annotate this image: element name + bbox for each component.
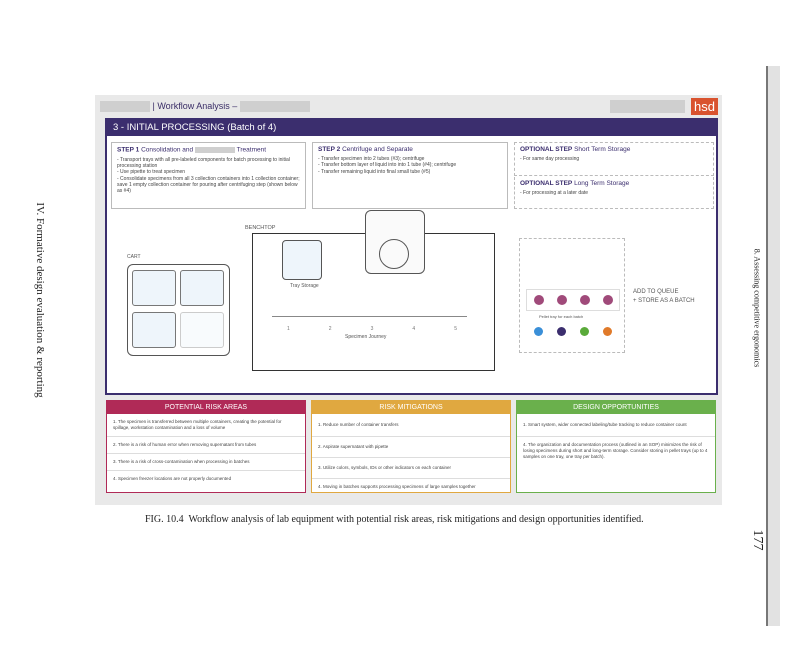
page-number: 177 — [750, 529, 765, 551]
figure-caption: FIG. 10.4 Workflow analysis of lab equip… — [145, 514, 644, 525]
step1-bullet: - Transport trays with all pre-labeled c… — [117, 156, 290, 170]
mitigation-item: 2. Aspirate supernatant with pipette — [312, 437, 510, 458]
optional-long-box: OPTIONAL STEP Long Term Storage - For pr… — [514, 177, 714, 209]
storage-batch-area — [519, 238, 625, 353]
cart-trays — [127, 264, 230, 356]
benchtop-label: BENCHTOP — [245, 225, 276, 231]
scrollbar-track[interactable] — [768, 66, 780, 626]
redacted-block — [239, 101, 310, 113]
step1-bullet: - Consolidate specimens from all 3 colle… — [117, 175, 300, 194]
centrifuge-icon — [365, 210, 425, 274]
mitigation-item: 3. Utilize colors, symbols, IDs or other… — [312, 458, 510, 479]
initial-processing-panel: 3 - INITIAL PROCESSING (Batch of 4) STEP… — [105, 118, 718, 395]
figure-header: | Workflow Analysis – — [100, 101, 310, 113]
tray-storage — [282, 240, 322, 280]
risk-item: 1. The specimen is transferred between m… — [107, 414, 305, 437]
journey-line — [272, 316, 467, 317]
figure: | Workflow Analysis – hsd 3 - INITIAL PR… — [95, 95, 722, 505]
tray-storage-label: Tray Storage — [290, 283, 319, 289]
figure-header-title: | Workflow Analysis – — [152, 101, 238, 111]
opportunity-item: 4. The organization and documentation pr… — [523, 442, 708, 459]
journey-label: Specimen Journey — [345, 334, 387, 340]
risk-item: 4. Specimen freezer locations are not pr… — [113, 476, 232, 481]
running-head-right: 8. Assessing competitive ergonomics — [752, 248, 762, 368]
mitigations-panel: RISK MITIGATIONS 1. Reduce number of con… — [311, 400, 511, 493]
mitigation-item: 1. Reduce number of container transfers — [312, 414, 510, 437]
opportunities-title: DESIGN OPPORTUNITIES — [517, 401, 715, 414]
caption-label: FIG. 10.4 — [145, 514, 184, 525]
risk-item: 2. There is a risk of human error when r… — [107, 437, 305, 454]
step1-box: STEP 1 Consolidation and Treatment - Tra… — [111, 142, 306, 209]
pellet-label: Pellet tray for each batch — [539, 314, 584, 319]
running-head-left: IV. Formative design evaluation & report… — [34, 202, 46, 398]
page-edge-rule — [766, 66, 768, 626]
cart-label: CART — [127, 254, 141, 260]
step2-bullet: - Transfer bottom layer of liquid into i… — [318, 162, 457, 169]
opportunities-panel: DESIGN OPPORTUNITIES 1. Smart system, wi… — [516, 400, 716, 493]
step2-bullet: - Transfer specimen into 2 tubes (#3); c… — [318, 156, 425, 163]
section-title: 3 - INITIAL PROCESSING (Batch of 4) — [107, 120, 716, 136]
step1-bullet: - Use pipette to treat specimen — [117, 169, 186, 176]
queue-label: ADD TO QUEUE + STORE AS A BATCH — [633, 289, 695, 304]
risk-areas-panel: POTENTIAL RISK AREAS 1. The specimen is … — [106, 400, 306, 493]
redacted-block — [100, 101, 150, 113]
caption-text: Workflow analysis of lab equipment with … — [188, 514, 644, 525]
step2-bullet: - Transfer remaining liquid into final s… — [318, 168, 431, 175]
mitigation-item: 4. Moving in batches supports processing… — [318, 484, 476, 489]
opportunity-item: 1. Smart system, wider connected labelin… — [517, 414, 715, 437]
redacted-block — [610, 100, 685, 113]
risk-areas-title: POTENTIAL RISK AREAS — [107, 401, 305, 414]
optional-bullet: - For processing at a later date — [520, 190, 589, 197]
optional-bullet: - For same day processing — [520, 156, 580, 163]
step2-box: STEP 2 Centrifuge and Separate - Transfe… — [312, 142, 508, 209]
optional-short-box: OPTIONAL STEP Short Term Storage - For s… — [514, 142, 714, 176]
mitigations-title: RISK MITIGATIONS — [312, 401, 510, 414]
hsd-logo: hsd — [691, 98, 718, 115]
risk-item: 3. There is a risk of cross-contaminatio… — [107, 454, 305, 471]
